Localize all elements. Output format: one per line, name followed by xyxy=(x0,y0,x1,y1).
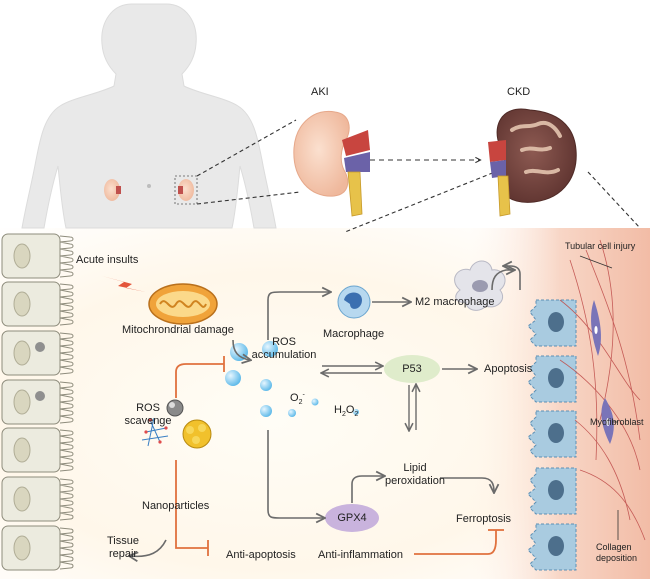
injured-tubular-cells xyxy=(527,299,577,571)
myofibroblast-label: Myofibroblast xyxy=(590,417,644,427)
tubule-cell xyxy=(1,379,61,425)
leader-lines xyxy=(579,255,619,540)
microvilli xyxy=(59,429,74,472)
microvilli xyxy=(59,527,74,570)
m2-macrophage-label: M2 macrophage xyxy=(415,296,495,308)
silhouette-kidneys xyxy=(104,175,198,205)
ferroptosis-label: Ferroptosis xyxy=(456,513,512,525)
superoxide-symbol: O xyxy=(290,392,299,404)
apoptosis-label: Apoptosis xyxy=(484,363,533,375)
cell-nucleus xyxy=(13,340,31,366)
lipid-peroxidation-label: Lipid peroxidation xyxy=(385,462,445,487)
cell-nucleus xyxy=(13,535,31,561)
collagen-fibers xyxy=(559,239,646,541)
m2-arrow xyxy=(491,270,514,291)
ros-p53-arrows xyxy=(322,366,416,430)
macrophage-icon xyxy=(337,285,371,319)
tubule-cell xyxy=(1,281,61,327)
injured-cell-nucleus xyxy=(548,312,564,332)
tissue-repair-arrow xyxy=(130,539,167,556)
human-silhouette xyxy=(21,3,277,229)
tubular-epithelium xyxy=(1,233,74,571)
anti-inflammation-label: Anti-inflammation xyxy=(318,549,403,561)
h2o2-o: O xyxy=(345,404,355,416)
tissue-repair-label: Tissue repair xyxy=(107,535,139,560)
injured-cell-nucleus xyxy=(548,480,564,500)
gpx4-node xyxy=(325,504,379,532)
superoxide-label: O2- xyxy=(290,391,305,407)
gpx4-label: GPX4 xyxy=(337,512,367,524)
acute-insults-label: Acute insults xyxy=(76,254,139,266)
microvilli xyxy=(59,478,74,521)
injured-cell-nucleus xyxy=(548,423,564,443)
ros-accumulation-label: ROS accumulation xyxy=(251,336,317,361)
h2o2-sub1: 2 xyxy=(341,411,346,419)
cell-nucleus xyxy=(13,291,31,317)
h2o2-sub2: 2 xyxy=(354,411,359,419)
cell-nucleus xyxy=(13,437,31,463)
ros-scavenge-label: ROS scavenge xyxy=(124,402,172,427)
microvilli xyxy=(59,332,74,375)
cell-nucleus xyxy=(13,389,31,415)
aki-kidney xyxy=(293,110,370,217)
lightning-icon xyxy=(102,276,146,292)
p53-node xyxy=(384,355,440,383)
ckd-kidney xyxy=(488,108,577,217)
superoxide-superscript: - xyxy=(302,391,305,399)
tubule-cell xyxy=(1,525,61,571)
cell-nucleus xyxy=(13,486,31,512)
microvilli xyxy=(59,381,74,424)
collagen-deposition-label: Collagen deposition xyxy=(596,542,638,563)
ros-droplet xyxy=(35,391,45,401)
cell-nucleus xyxy=(13,243,31,269)
microvilli xyxy=(59,235,74,278)
mitochondrial-damage-label: Mitochrondrial damage xyxy=(122,324,234,336)
tubule-cell xyxy=(1,233,61,279)
injured-cell-nucleus xyxy=(548,368,564,388)
tubule-cell xyxy=(1,476,61,522)
h2o2-h: H xyxy=(334,404,342,416)
hydrogen-peroxide-label: H2O2 xyxy=(334,404,359,419)
nanoparticles-icon xyxy=(141,399,212,449)
anti-apoptosis-label: Anti-apoptosis xyxy=(226,549,296,561)
injured-cell-nucleus xyxy=(548,536,564,556)
tubular-cell-injury-label: Tubular cell injury xyxy=(565,241,636,251)
myofibroblast-icon xyxy=(591,300,614,444)
activated-macrophage-icon xyxy=(454,260,506,311)
ckd-label: CKD xyxy=(507,86,531,98)
superoxide-subscript: 2 xyxy=(298,399,303,407)
microvilli xyxy=(59,283,74,326)
ros-droplet xyxy=(35,342,45,352)
nanoparticles-label: Nanoparticles xyxy=(142,500,210,512)
macrophage-label: Macrophage xyxy=(323,328,385,340)
inhibition-lines xyxy=(175,356,504,556)
aki-label: AKI xyxy=(311,86,329,98)
p53-label: P53 xyxy=(402,363,422,375)
tubule-cell xyxy=(1,427,61,473)
tubule-cell xyxy=(1,330,61,376)
mitochondrion xyxy=(148,283,218,325)
